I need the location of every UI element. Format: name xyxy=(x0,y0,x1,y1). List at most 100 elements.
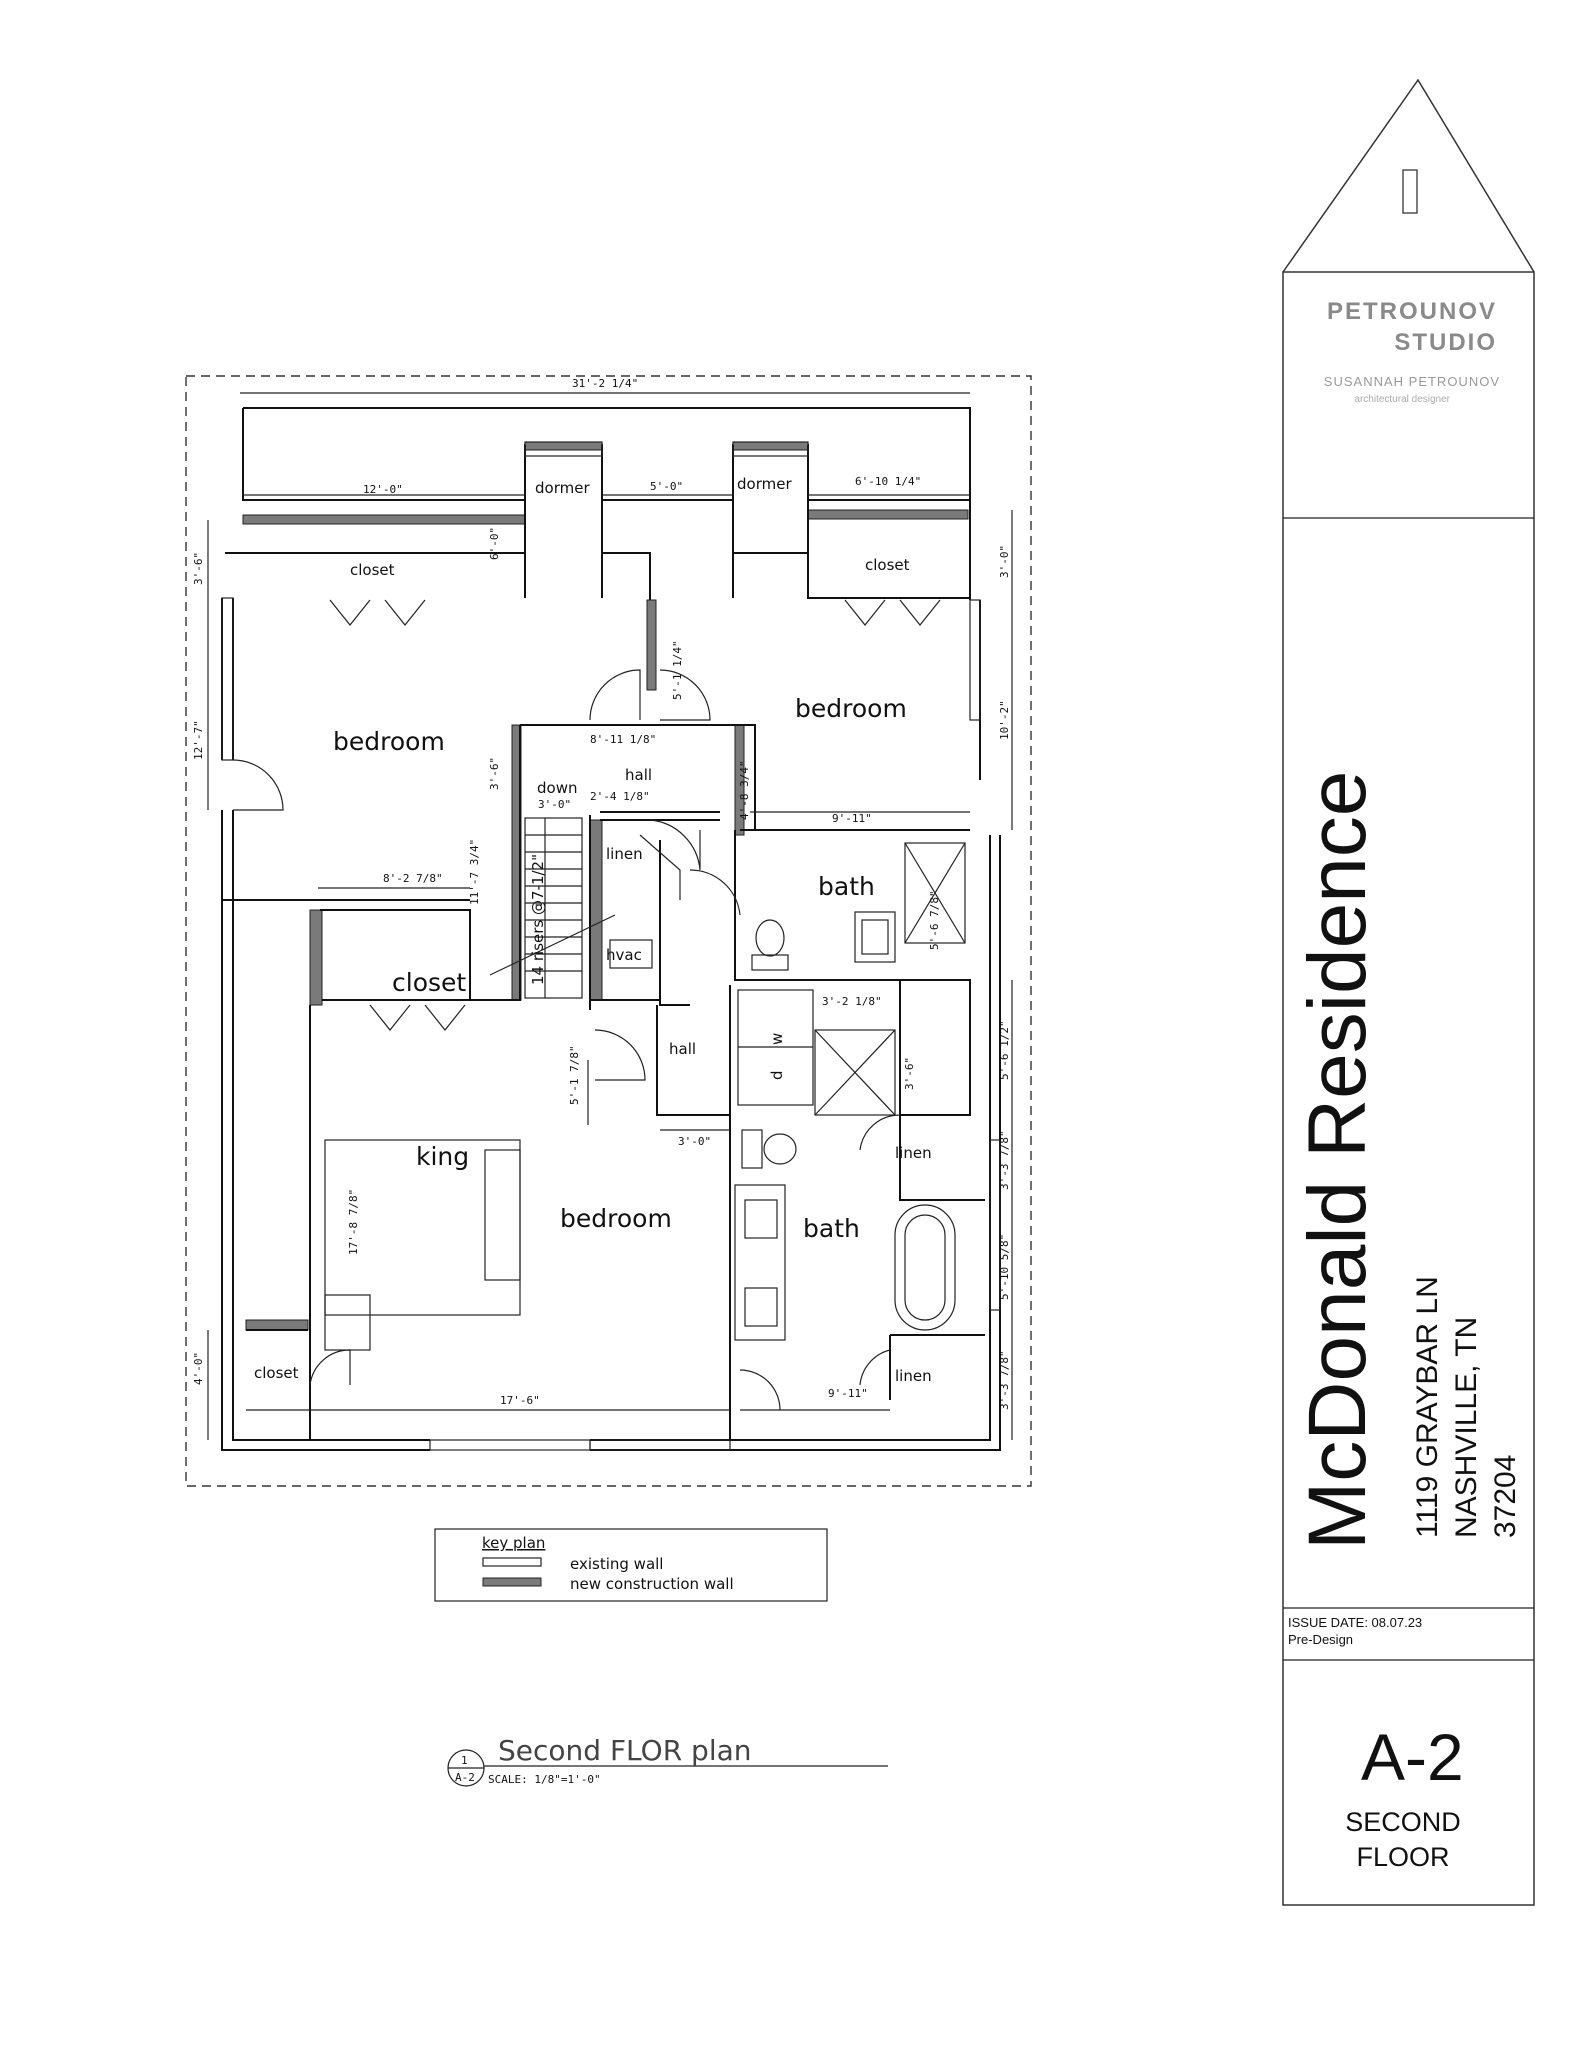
dim-3-6-hall: 3'-6" xyxy=(488,757,501,790)
studio-name-line1: PETROUNOV xyxy=(1327,298,1497,325)
label-closet-tr: closet xyxy=(865,556,910,574)
project-title: McDonald Residence xyxy=(1292,771,1383,1550)
dim-11-7: 11'-7 3/4" xyxy=(468,839,481,905)
dim-5-6-right: 5'-6 1/2" xyxy=(998,1020,1011,1080)
label-bath-master: bath xyxy=(803,1214,860,1243)
address-line1: 1119 GRAYBAR LN xyxy=(1411,1276,1444,1538)
label-washer: w xyxy=(768,1033,786,1045)
dim-3-6-left: 3'-6" xyxy=(192,552,205,585)
sheet-title-line1: SECOND xyxy=(1345,1807,1461,1837)
floor-plan: 31'-2 1/4" xyxy=(185,375,1032,1487)
toilet-master xyxy=(741,1129,763,1169)
dim-3-6-small: 3'-6" xyxy=(903,1057,916,1090)
dim-2-4: 2'-4 1/8" xyxy=(590,790,650,803)
dim-8-2: 8'-2 7/8" xyxy=(383,872,443,885)
sink-top xyxy=(854,911,896,963)
dim-4-8: 4'-8 3/4" xyxy=(738,760,751,820)
label-hall-mid: hall xyxy=(669,1040,696,1058)
dim-5-1-7: 5'-1 7/8" xyxy=(568,1045,581,1105)
new-wall-label: new construction wall xyxy=(570,1575,734,1593)
dim-3-3-a: 3'-3 7/8" xyxy=(998,1130,1011,1190)
room-labels: dormer dormer closet closet bedroom bedr… xyxy=(254,475,932,1385)
nightstand-bottom xyxy=(324,1294,371,1351)
dim-8-11: 8'-11 1/8" xyxy=(590,733,656,746)
label-hall-top: hall xyxy=(625,766,652,784)
studio-name-line2: STUDIO xyxy=(1394,329,1497,356)
issue-phase: Pre-Design xyxy=(1288,1632,1353,1647)
shower-top xyxy=(904,842,966,944)
dim-5-0: 5'-0" xyxy=(650,480,683,493)
dimension-texts: 12'-0" 5'-0" 6'-10 1/4" 3'-6" 6'-0" 3'-0… xyxy=(192,475,1011,1410)
key-plan-legend: key plan existing wall new construction … xyxy=(434,1528,828,1602)
label-linen-r2: linen xyxy=(895,1367,932,1385)
label-closet-tl: closet xyxy=(350,561,395,579)
dim-3-0-right: 3'-0" xyxy=(998,545,1011,578)
nightstand-top xyxy=(484,1149,521,1281)
label-down-dim: 3'-0" xyxy=(538,798,571,811)
existing-wall-swatch xyxy=(482,1557,542,1567)
drawing-title-text: Second FLOR plan xyxy=(498,1734,752,1767)
dim-10-2: 10'-2" xyxy=(998,700,1011,740)
label-dryer: d xyxy=(768,1070,786,1080)
drawing-scale: SCALE: 1/8"=1'-0" xyxy=(488,1773,601,1786)
drawing-title: 1 A-2 Second FLOR plan SCALE: 1/8"=1'-0" xyxy=(447,1734,888,1787)
dim-17-6: 17'-6" xyxy=(500,1394,540,1407)
label-closet-bl: closet xyxy=(254,1364,299,1382)
designer-name: SUSANNAH PETROUNOV xyxy=(1324,374,1500,389)
designer-role: architectural designer xyxy=(1354,394,1450,405)
label-bedroom-right: bedroom xyxy=(795,694,907,723)
label-dormer-right: dormer xyxy=(737,475,792,493)
marker-ref: A-2 xyxy=(455,1771,475,1784)
dim-5-10: 5'-10 5/8" xyxy=(998,1234,1011,1300)
existing-wall-label: existing wall xyxy=(570,1555,663,1573)
dim-17-8: 17'-8 7/8" xyxy=(347,1189,360,1255)
new-construction-walls xyxy=(242,441,969,1331)
sheet-title-line2: FLOOR xyxy=(1356,1842,1449,1872)
dim-12-7: 12'-7" xyxy=(192,720,205,760)
label-linen-center: linen xyxy=(606,845,643,863)
title-block-frame xyxy=(1282,271,1535,1906)
label-bedroom-left: bedroom xyxy=(333,727,445,756)
chimney-icon xyxy=(1402,169,1418,214)
interior-walls xyxy=(222,445,985,1440)
dim-6-10: 6'-10 1/4" xyxy=(855,475,921,488)
dim-6-0: 6'-0" xyxy=(488,527,501,560)
issue-date: ISSUE DATE: 08.07.23 xyxy=(1288,1615,1422,1630)
key-plan-title: key plan xyxy=(482,1534,545,1552)
vanity xyxy=(734,1184,786,1341)
label-risers: 14 risers @7-1/2" xyxy=(529,854,547,985)
dim-9-11-top: 9'-11" xyxy=(832,812,872,825)
dim-12-0: 12'-0" xyxy=(363,483,403,496)
label-closet-mid: closet xyxy=(392,968,466,997)
label-king: king xyxy=(416,1142,469,1171)
dim-4-0: 4'-0" xyxy=(192,1352,205,1385)
title-block: PETROUNOV STUDIO SUSANNAH PETROUNOV arch… xyxy=(1282,78,1535,1906)
dim-9-11-bot: 9'-11" xyxy=(828,1387,868,1400)
windows xyxy=(221,441,1001,1451)
roof-outline xyxy=(185,375,1032,1487)
dim-5-6-top: 5'-6 7/8" xyxy=(928,890,941,950)
bathtub xyxy=(894,1204,956,1331)
label-bedroom-master: bedroom xyxy=(560,1204,672,1233)
dim-3-2: 3'-2 1/8" xyxy=(822,995,882,1008)
toilet-top xyxy=(755,919,785,957)
label-dormer-left: dormer xyxy=(535,479,590,497)
dim-3-3-b: 3'-3 7/8" xyxy=(998,1350,1011,1410)
sheet-number: A-2 xyxy=(1361,1720,1464,1794)
dim-3-0-hall: 3'-0" xyxy=(678,1135,711,1148)
label-linen-r1: linen xyxy=(895,1144,932,1162)
label-bath-top: bath xyxy=(818,872,875,901)
shower-master xyxy=(814,1029,896,1116)
dimension-lines xyxy=(207,494,1013,1440)
label-hvac: hvac xyxy=(606,946,642,964)
label-down: down xyxy=(537,779,577,797)
new-wall-swatch xyxy=(482,1577,542,1587)
stairs xyxy=(489,817,616,999)
address-line2: NASHVILLE, TN xyxy=(1450,1317,1483,1538)
dim-5-1-4: 5'-1 1/4" xyxy=(671,640,684,700)
dim-overall: 31'-2 1/4" xyxy=(572,377,638,390)
house-shape-outline xyxy=(1282,78,1535,273)
address-line3: 37204 xyxy=(1489,1455,1522,1538)
hvac-unit xyxy=(609,939,653,969)
